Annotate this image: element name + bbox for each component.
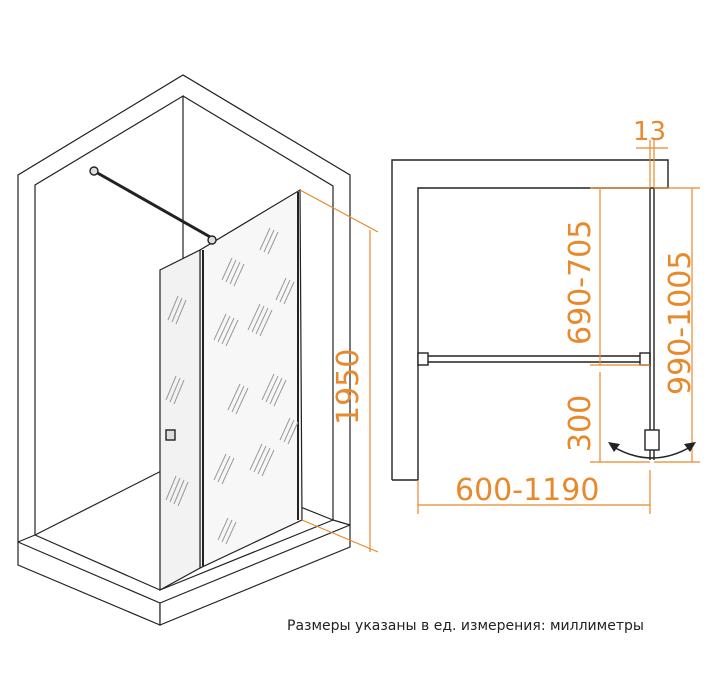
plan-view [391,159,669,481]
glass-panels [159,188,303,592]
perspective-dimension [299,189,379,553]
dimension-height-total: 1950 [331,349,366,425]
floor-slab [17,541,161,626]
plan-wall [391,159,669,481]
perspective-enclosure [17,74,351,626]
support-bar [89,166,217,441]
dimension-bottom-gap: 300 [563,395,598,452]
dimension-brace-height: 690-705 [563,220,598,345]
dimension-top-gap: 13 [633,117,666,147]
dimension-width-range: 600-1190 [455,473,599,508]
glass-panel-fixed [199,188,303,569]
hinge [644,429,660,451]
glass-pattern [165,227,299,545]
plan-dimensions [417,140,700,514]
glass-panel-door [159,249,201,592]
door-handle [165,429,176,441]
units-caption: Размеры указаны в ед. измерения: миллиме… [287,618,644,634]
dimension-total-height-right: 990-1005 [663,251,698,395]
swing-arrow-icon [611,445,693,459]
